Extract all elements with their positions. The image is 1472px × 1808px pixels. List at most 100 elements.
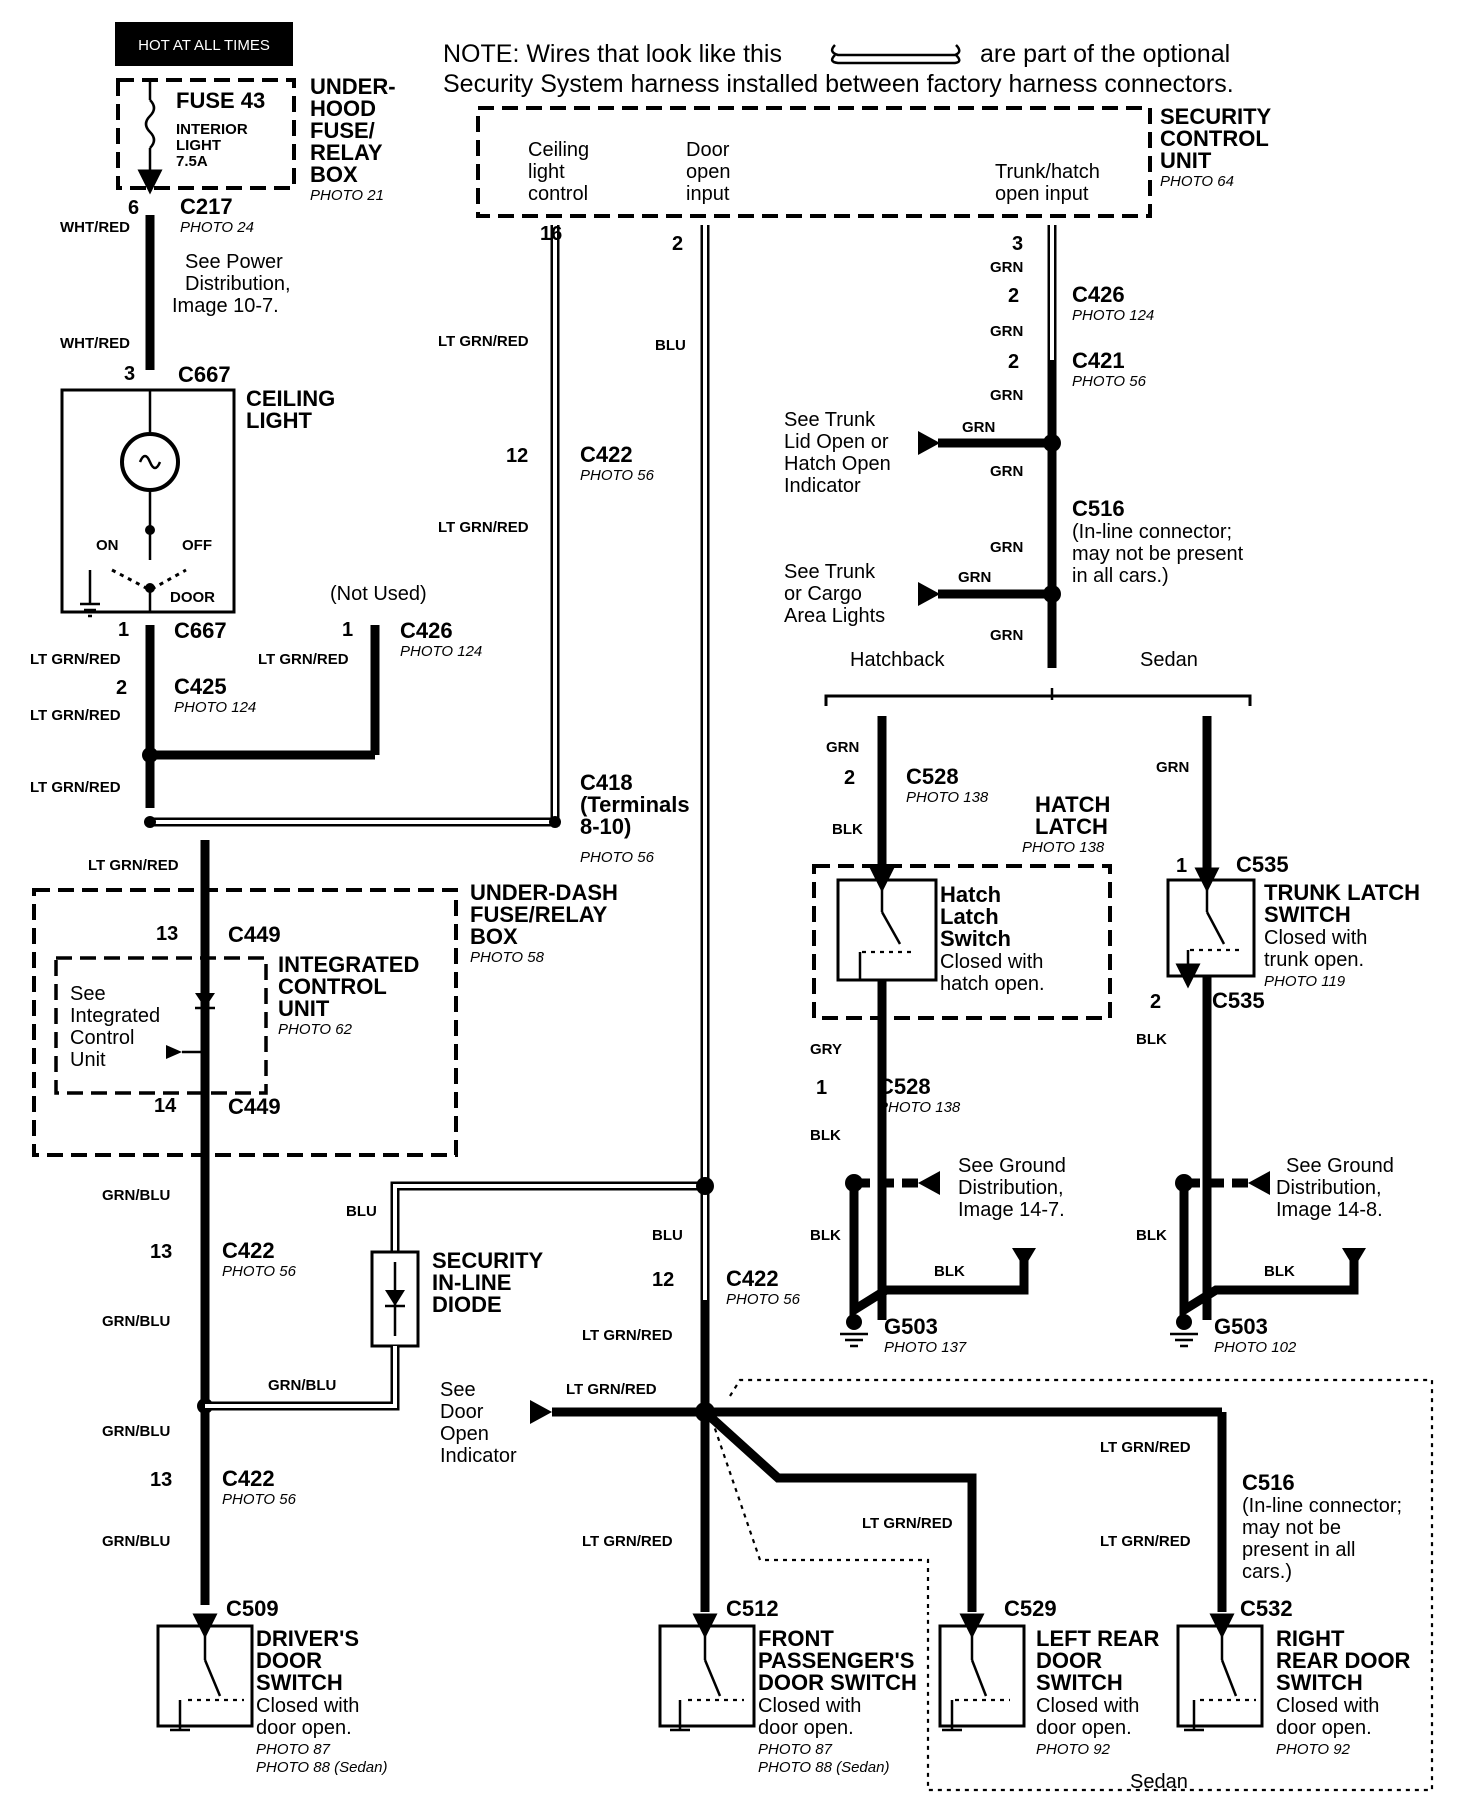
svg-text:FUSE/RELAY: FUSE/RELAY [470, 902, 608, 927]
svg-text:Open: Open [440, 1423, 489, 1445]
front-passenger-switch-box [658, 1624, 756, 1728]
diode-grn-blu-wire [205, 1346, 400, 1411]
fuse-43-label: FUSE 43 [176, 88, 265, 113]
grn-label-5: GRN [990, 463, 1023, 480]
hatch-latch-outline [812, 864, 1112, 1020]
svg-text:SWITCH: SWITCH [1264, 902, 1351, 927]
svg-text:Image 14-7.: Image 14-7. [958, 1199, 1065, 1221]
note-line-1b: are part of the optional [980, 40, 1230, 68]
security-unit-name: SECURITY CONTROL UNIT [1160, 104, 1272, 173]
hatch-switch-box [836, 878, 938, 982]
svg-text:Closed with: Closed with [1264, 927, 1367, 949]
svg-text:Latch: Latch [940, 904, 999, 929]
c667-label: C667 [178, 362, 231, 387]
svg-text:Integrated: Integrated [70, 1005, 160, 1027]
optional-harness-wire-icon [830, 44, 961, 65]
trunk-see-ground: See Ground Distribution, Image 14-8. [1276, 1155, 1394, 1221]
left-rear-wire [701, 1408, 977, 1612]
right-rear-switch-icon [1184, 1613, 1256, 1732]
c418-label-3: 8-10) [580, 814, 631, 839]
grn-label-6: GRN [990, 539, 1023, 556]
svg-text:TRUNK LATCH: TRUNK LATCH [1264, 880, 1420, 905]
c449-bottom: C449 [228, 1094, 281, 1119]
svg-text:door open.: door open. [1276, 1717, 1372, 1739]
trunk-latch-switch-icon [1175, 867, 1240, 989]
c422-left-photo: PHOTO 56 [222, 1263, 297, 1280]
svg-text:door open.: door open. [256, 1717, 352, 1739]
grn-label-9: GRN [826, 739, 859, 756]
svg-text:SECURITY: SECURITY [1160, 104, 1272, 129]
c516-upper-note: (In-line connector; may not be present i… [1072, 521, 1244, 587]
svg-text:LATCH: LATCH [1035, 814, 1108, 839]
c422-center-photo: PHOTO 56 [726, 1291, 801, 1308]
trunk-latch-switch-name: TRUNK LATCH SWITCH Closed with trunk ope… [1264, 880, 1420, 971]
grn-blu-label-1: GRN/BLU [102, 1187, 170, 1204]
svg-text:hatch open.: hatch open. [940, 973, 1045, 995]
note-line-1: NOTE: Wires that look like this [443, 40, 782, 68]
svg-text:BOX: BOX [310, 162, 358, 187]
svg-text:Control: Control [70, 1027, 134, 1049]
svg-text:cars.): cars.) [1242, 1561, 1292, 1583]
fuse-sub-1: INTERIOR [176, 121, 248, 138]
grn-label-7: GRN [958, 569, 991, 586]
svg-text:SWITCH: SWITCH [1036, 1670, 1123, 1695]
ceiling-light-control-label: Ceiling light control [528, 139, 589, 205]
svg-text:DOOR SWITCH: DOOR SWITCH [758, 1670, 917, 1695]
trunk-ground-wire [1179, 1183, 1359, 1319]
pin-1-c667: 1 [118, 619, 129, 641]
lt-grn-red-label-7: LT GRN/RED [88, 857, 179, 874]
c426-pin: 1 [342, 619, 353, 641]
svg-text:present in all: present in all [1242, 1539, 1355, 1561]
c535-lower-label: C535 [1212, 988, 1265, 1013]
blk-label-4: BLK [934, 1263, 965, 1280]
pin-6: 6 [128, 197, 139, 219]
see-power-3: Image 10-7. [172, 295, 279, 317]
svg-text:PHOTO 87: PHOTO 87 [758, 1741, 833, 1758]
under-dash-name: UNDER-DASH FUSE/RELAY BOX [470, 880, 618, 949]
pin-1-c535: 1 [1176, 855, 1187, 877]
c532-label: C532 [1240, 1596, 1293, 1621]
c528-top-photo: PHOTO 138 [906, 789, 989, 806]
icu-name: INTEGRATED CONTROL UNIT [278, 952, 419, 1021]
svg-text:PHOTO 88 (Sedan): PHOTO 88 (Sedan) [758, 1759, 889, 1776]
c422-lower-label: C422 [222, 1466, 275, 1491]
svg-text:Hatch: Hatch [940, 882, 1001, 907]
left-rear-switch-icon [942, 1613, 1010, 1732]
left-rear-switch-box [938, 1624, 1026, 1728]
lt-grn-red-label-9: LT GRN/RED [566, 1381, 657, 1398]
g503-trunk-photo: PHOTO 102 [1214, 1339, 1297, 1356]
svg-text:HOOD: HOOD [310, 96, 376, 121]
c667b-label: C667 [174, 618, 227, 643]
hatch-ground-arrow [918, 1171, 940, 1195]
pin-2-c425: 2 [116, 677, 127, 699]
wht-red-label-1: WHT/RED [60, 219, 130, 236]
trunk-latch-switch-box [1166, 878, 1256, 978]
note-line-2: Security System harness installed betwee… [443, 70, 1234, 98]
svg-text:Closed with: Closed with [758, 1695, 861, 1717]
sedan-label-bottom: Sedan [1130, 1771, 1188, 1793]
hatch-ground-icon [840, 1314, 868, 1348]
pin-2-c426: 2 [1008, 285, 1019, 307]
see-door-open-indicator: See Door Open Indicator [440, 1379, 517, 1467]
c421-label: C421 [1072, 348, 1125, 373]
blk-label-1: BLK [832, 821, 863, 838]
g503-trunk-label: G503 [1214, 1314, 1268, 1339]
c529-label: C529 [1004, 1596, 1057, 1621]
hatchback-label: Hatchback [850, 649, 945, 671]
splice-blu [696, 1177, 714, 1195]
svg-text:FRONT: FRONT [758, 1626, 834, 1651]
fuse-sub-3: 7.5A [176, 153, 208, 170]
lt-grn-red-label-5: LT GRN/RED [438, 333, 529, 350]
trunk-hatch-input-label: Trunk/hatch open input [995, 161, 1100, 205]
pin-3: 3 [124, 363, 135, 385]
right-rear-switch-name: RIGHT REAR DOOR SWITCH Closed with door … [1276, 1626, 1411, 1758]
c422-top-label: C422 [580, 442, 633, 467]
svg-text:See Trunk: See Trunk [784, 409, 876, 431]
c449-top: C449 [228, 922, 281, 947]
door-open-indicator-arrow [530, 1400, 552, 1424]
c516-upper-label: C516 [1072, 496, 1125, 521]
pin-2-c535: 2 [1150, 991, 1161, 1013]
svg-text:Closed with: Closed with [1036, 1695, 1139, 1717]
c528-top-label: C528 [906, 764, 959, 789]
blk-label-5: BLK [1136, 1031, 1167, 1048]
